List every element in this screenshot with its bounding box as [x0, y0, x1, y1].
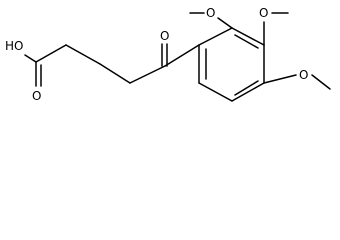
methoxy-oxygen-label-2: O: [259, 6, 268, 20]
molecule-drawing: HO O O O O O: [5, 6, 331, 103]
ketone-oxygen-label: O: [160, 29, 169, 43]
ring-bond-1: [198, 27, 233, 46]
ring-double-2: [234, 34, 259, 49]
acid-carbonyl-oxygen-label: O: [32, 89, 41, 103]
bond-ring-o1: [217, 17, 233, 29]
bond-c2-c3: [65, 44, 101, 65]
bond-c3-c4: [99, 63, 131, 84]
ring-bond-4: [231, 82, 265, 102]
bond-oh-c1: [24, 54, 37, 63]
bond-o3-ch3: [311, 74, 331, 90]
bond-ring-o3: [263, 74, 297, 84]
bond-c4-c5: [129, 65, 166, 84]
ring-bond-2: [231, 27, 265, 46]
methoxy-oxygen-label-3: O: [299, 68, 308, 82]
ring-bond-5: [198, 82, 233, 102]
bond-c5-ring: [164, 44, 200, 67]
hydroxyl-label: HO: [5, 39, 23, 53]
methoxy-oxygen-label-1: O: [206, 6, 215, 20]
ring-double-3: [234, 80, 259, 96]
bond-c1-c2: [35, 44, 67, 63]
structure-diagram: HO O O O O O: [5, 6, 331, 103]
